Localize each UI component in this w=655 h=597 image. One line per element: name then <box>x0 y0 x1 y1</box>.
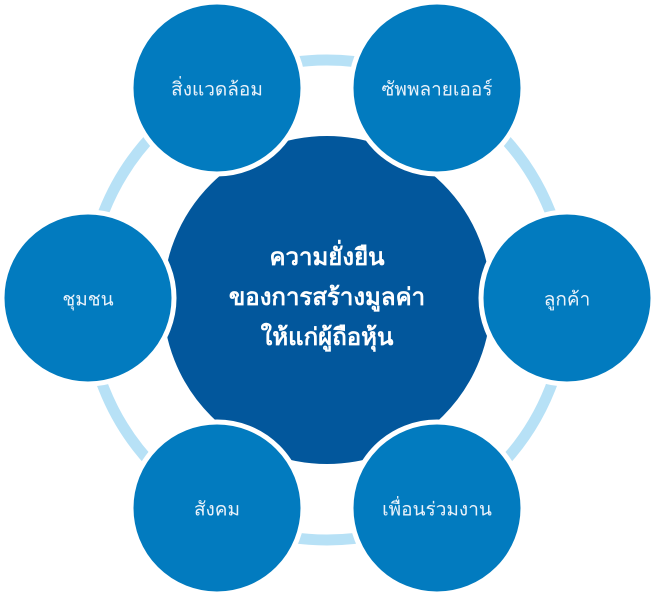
node-label: ลูกค้า <box>544 289 591 311</box>
node-customers: ลูกค้า <box>478 209 655 387</box>
node-label: สิ่งแวดล้อม <box>171 76 263 101</box>
center-line-1: ความยั่งยืน <box>269 239 385 271</box>
node-environment: สิ่งแวดล้อม <box>128 0 306 177</box>
node-community: ชุมชน <box>0 209 177 387</box>
node-label: ชุมชน <box>62 289 113 312</box>
center-line-2: ของการสร้างมูลค่า <box>229 283 425 312</box>
node-label: เพื่อนร่วมงาน <box>382 496 492 521</box>
node-suppliers: ซัพพลายเออร์ <box>348 0 526 177</box>
node-label: ซัพพลายเออร์ <box>382 79 493 101</box>
node-colleagues: เพื่อนร่วมงาน <box>348 419 526 597</box>
node-society: สังคม <box>128 419 306 597</box>
node-label: สังคม <box>194 499 240 521</box>
center-line-3: ให้แก่ผู้ถือหุ้น <box>261 322 394 353</box>
